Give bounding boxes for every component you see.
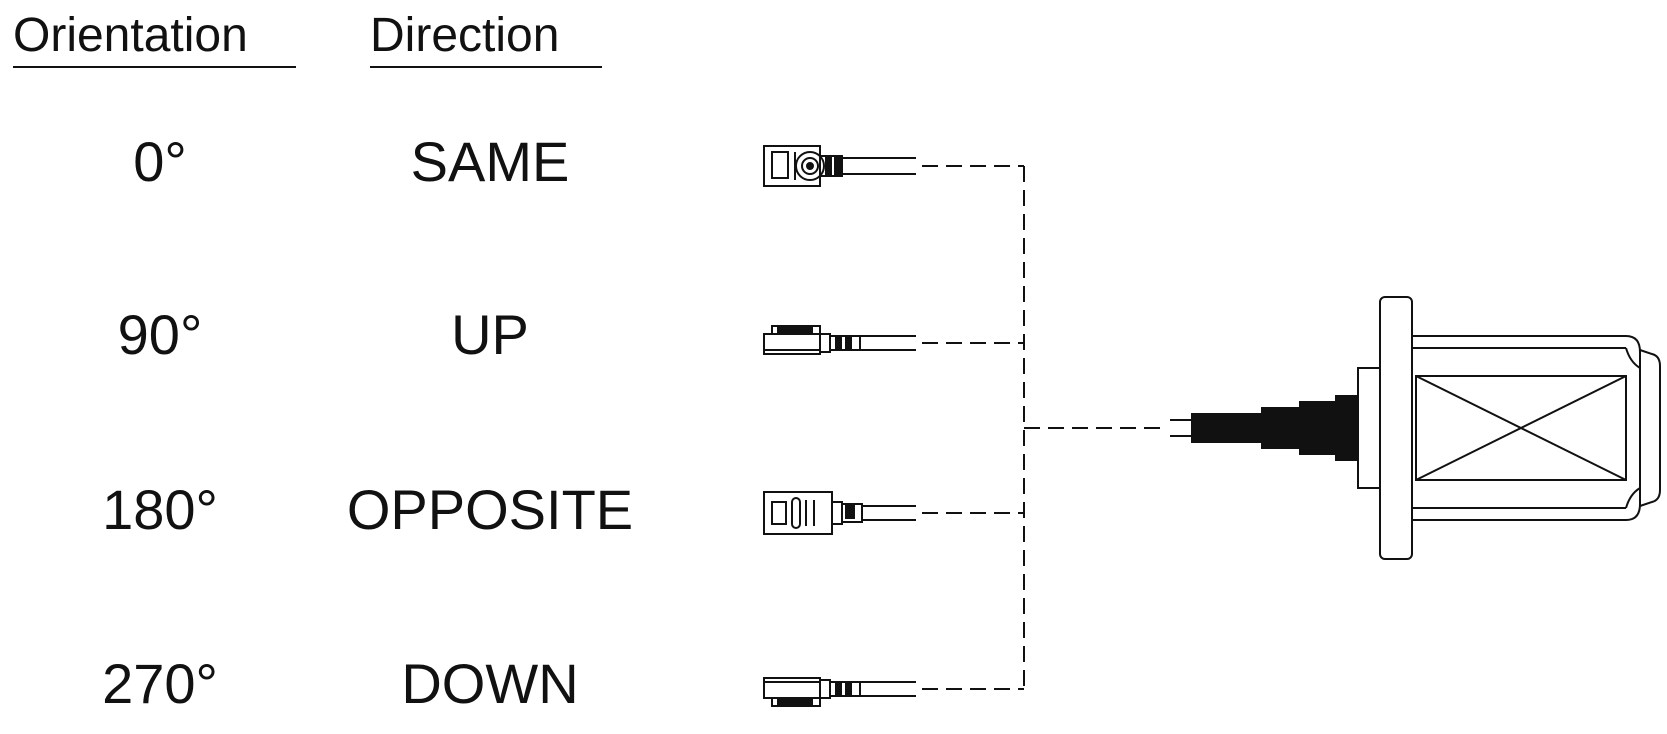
orientation-90: 90° bbox=[117, 303, 203, 366]
direction-same: SAME bbox=[410, 130, 570, 193]
orientation-header: Orientation bbox=[13, 9, 248, 62]
connector-same-view bbox=[763, 145, 916, 187]
direction-down: DOWN bbox=[401, 652, 579, 715]
connector-up-view bbox=[763, 325, 916, 355]
leader-lines bbox=[922, 165, 1160, 690]
connector-opposite-view bbox=[763, 491, 916, 535]
orientation-0: 0° bbox=[133, 130, 187, 193]
orientation-180: 180° bbox=[102, 478, 218, 541]
direction-opposite: OPPOSITE bbox=[346, 478, 634, 541]
direction-up: UP bbox=[451, 303, 529, 366]
connector-down-view bbox=[763, 677, 916, 707]
orientation-270: 270° bbox=[102, 652, 218, 715]
direction-header: Direction bbox=[370, 9, 560, 62]
orientation-header-underline bbox=[13, 66, 296, 68]
direction-header-underline bbox=[370, 66, 602, 68]
sensor-component bbox=[1170, 296, 1661, 560]
